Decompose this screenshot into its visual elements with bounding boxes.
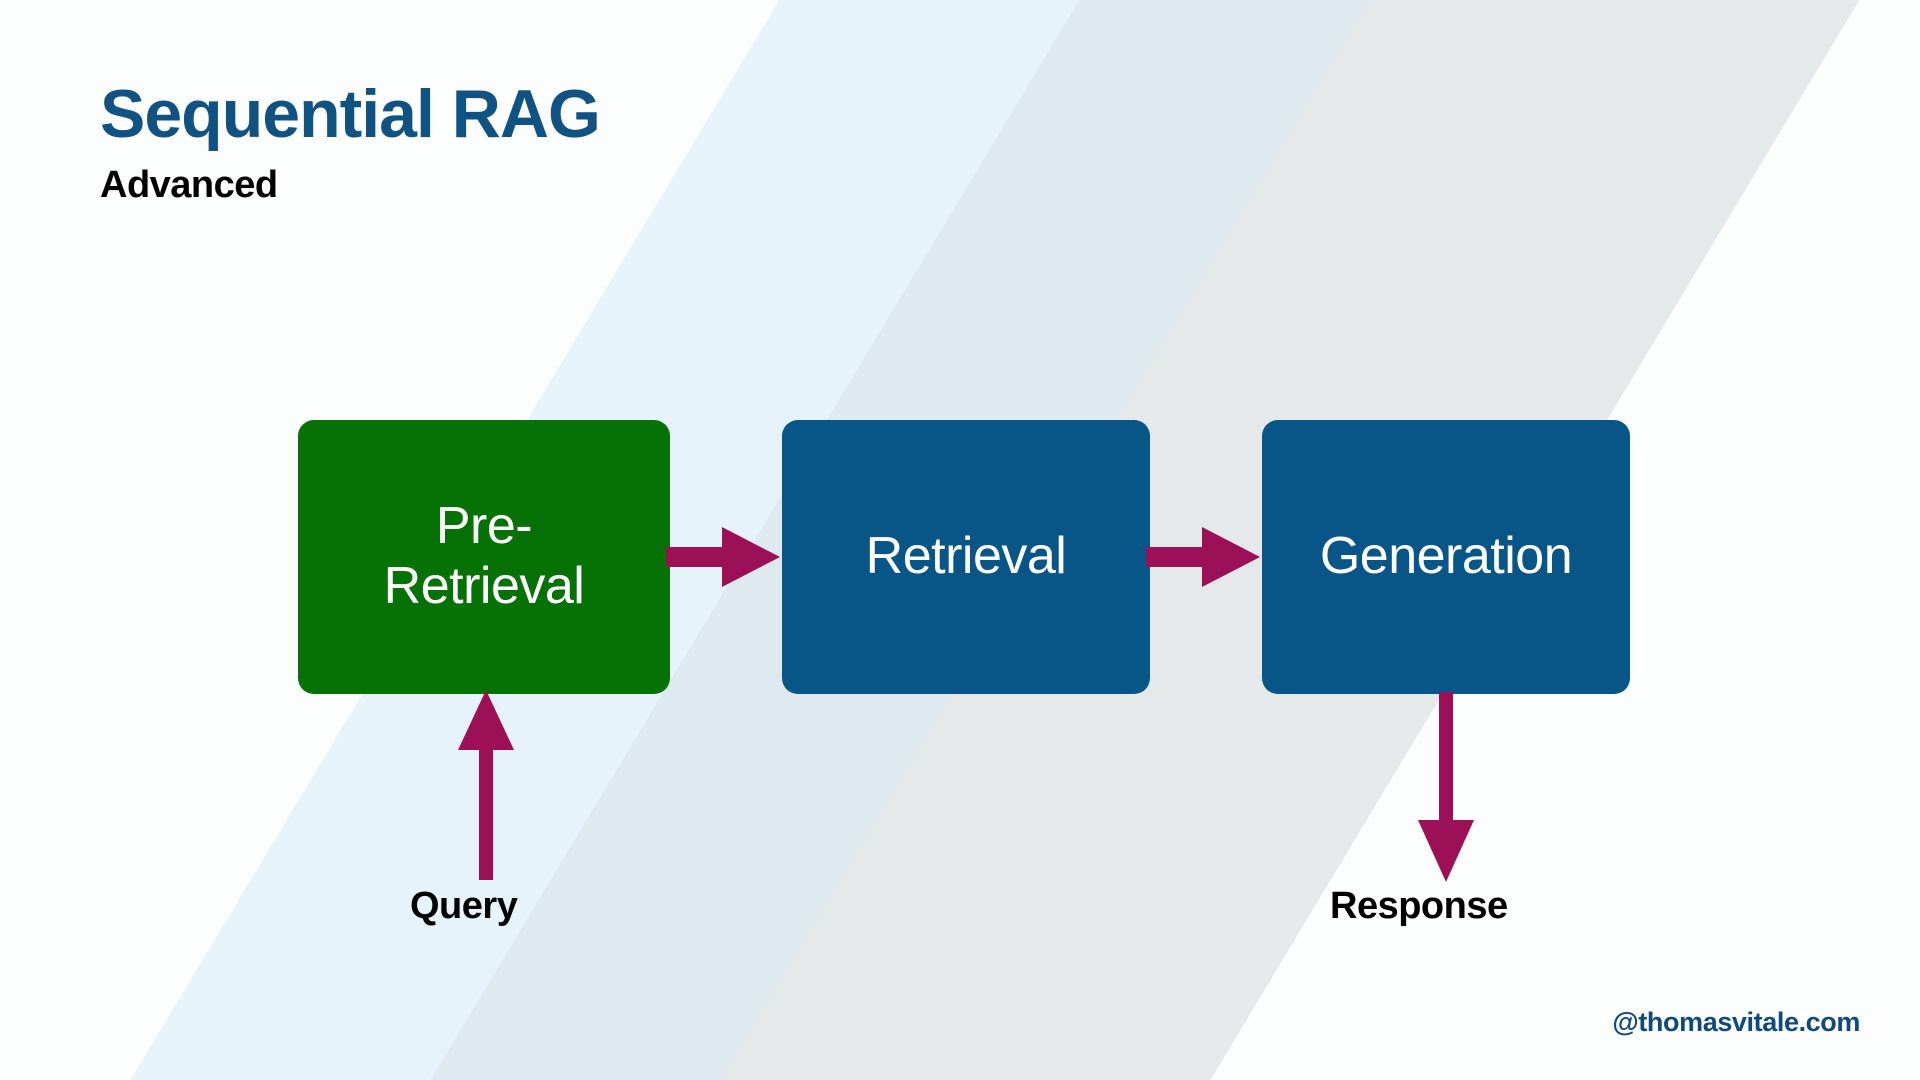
node-pre-retrieval[interactable]: Pre-Retrieval <box>298 420 670 694</box>
node-generation[interactable]: Generation <box>1262 420 1630 694</box>
slide-header: Sequential RAG Advanced <box>100 76 601 206</box>
arrow-down-icon-response <box>1418 692 1474 882</box>
node-retrieval[interactable]: Retrieval <box>782 420 1150 694</box>
arrow-right-icon-pre-to-retrieval <box>666 527 780 587</box>
footer-handle[interactable]: @thomasvitale.com <box>1612 1007 1860 1037</box>
arrow-right-icon-retrieval-to-generation <box>1146 527 1260 587</box>
node-pre-retrieval-label: Pre-Retrieval <box>383 497 585 615</box>
page-title: Sequential RAG <box>100 76 601 152</box>
page-subtitle: Advanced <box>100 164 278 206</box>
node-retrieval-label: Retrieval <box>865 527 1067 586</box>
label-query: Query <box>410 885 518 927</box>
node-generation-label: Generation <box>1319 527 1573 586</box>
arrow-up-icon-query <box>458 690 514 880</box>
label-response: Response <box>1330 885 1508 927</box>
